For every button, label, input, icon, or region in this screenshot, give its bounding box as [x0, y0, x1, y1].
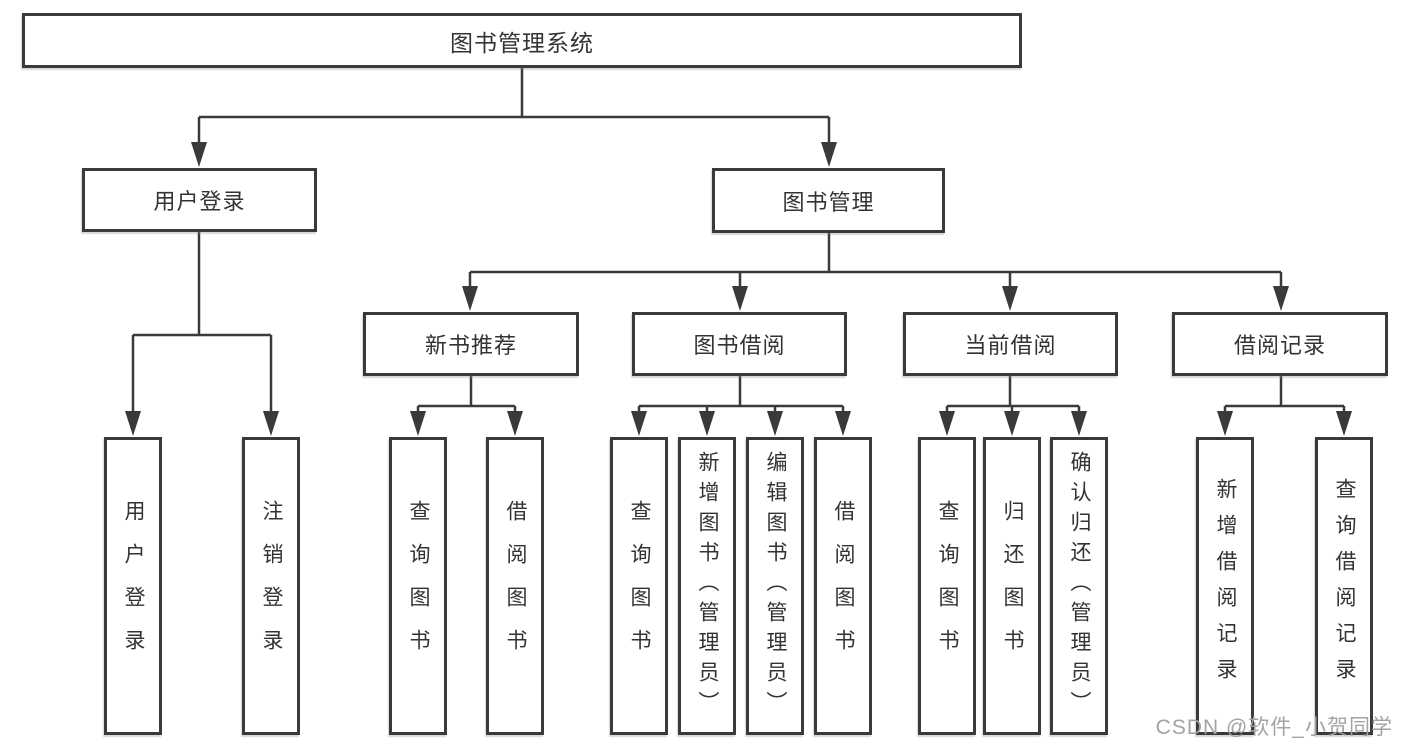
leaf-label: 借阅图书 [504, 500, 527, 672]
leaf-label: 归还图书 [1001, 500, 1024, 672]
leaf-label: 查询图书 [407, 500, 430, 672]
node-library-system: 图书管理系统 [22, 13, 1022, 68]
leaf-label: 新增借阅记录 [1214, 478, 1237, 694]
node-current-borrowing: 当前借阅 [903, 312, 1118, 376]
node-label: 图书管理系统 [450, 29, 594, 56]
leaf-label: 注销登录 [260, 500, 283, 672]
node-user-login: 用户登录 [82, 168, 317, 232]
leaf-borrow-books-recommend: 借阅图书 [486, 437, 544, 735]
node-borrowing-records: 借阅记录 [1172, 312, 1388, 376]
node-label: 图书借阅 [693, 333, 786, 358]
leaf-edit-books-admin: 编辑图书（管理员） [746, 437, 804, 735]
leaf-label: 确认归还（管理员） [1068, 451, 1091, 721]
leaf-label: 用户登录 [122, 500, 145, 672]
leaf-add-borrow-record: 新增借阅记录 [1196, 437, 1254, 735]
leaf-return-books: 归还图书 [983, 437, 1041, 735]
node-label: 用户登录 [153, 189, 246, 214]
leaf-query-borrow-record: 查询借阅记录 [1315, 437, 1373, 735]
leaf-query-books-borrow: 查询图书 [610, 437, 668, 735]
leaf-confirm-return-admin: 确认归还（管理员） [1050, 437, 1108, 735]
leaf-label: 新增图书（管理员） [696, 451, 719, 721]
leaf-logout-login: 注销登录 [242, 437, 300, 735]
leaf-user-login: 用户登录 [104, 437, 162, 735]
node-book-management: 图书管理 [712, 168, 945, 233]
node-label: 当前借阅 [964, 333, 1057, 358]
node-book-borrowing: 图书借阅 [632, 312, 847, 376]
leaf-borrow-books: 借阅图书 [814, 437, 872, 735]
node-label: 图书管理 [782, 189, 875, 215]
leaf-label: 查询借阅记录 [1333, 478, 1356, 694]
leaf-query-books-current: 查询图书 [918, 437, 976, 735]
leaf-label: 借阅图书 [832, 500, 855, 672]
leaf-label: 查询图书 [628, 500, 651, 672]
leaf-query-books-recommend: 查询图书 [389, 437, 447, 735]
node-label: 借阅记录 [1233, 333, 1326, 358]
leaf-label: 编辑图书（管理员） [764, 451, 787, 721]
node-new-book-recommend: 新书推荐 [363, 312, 579, 376]
leaf-label: 查询图书 [936, 500, 959, 672]
leaf-add-books-admin: 新增图书（管理员） [678, 437, 736, 735]
node-label: 新书推荐 [424, 333, 517, 358]
csdn-watermark: CSDN @软件_小贺同学 [1155, 716, 1393, 739]
